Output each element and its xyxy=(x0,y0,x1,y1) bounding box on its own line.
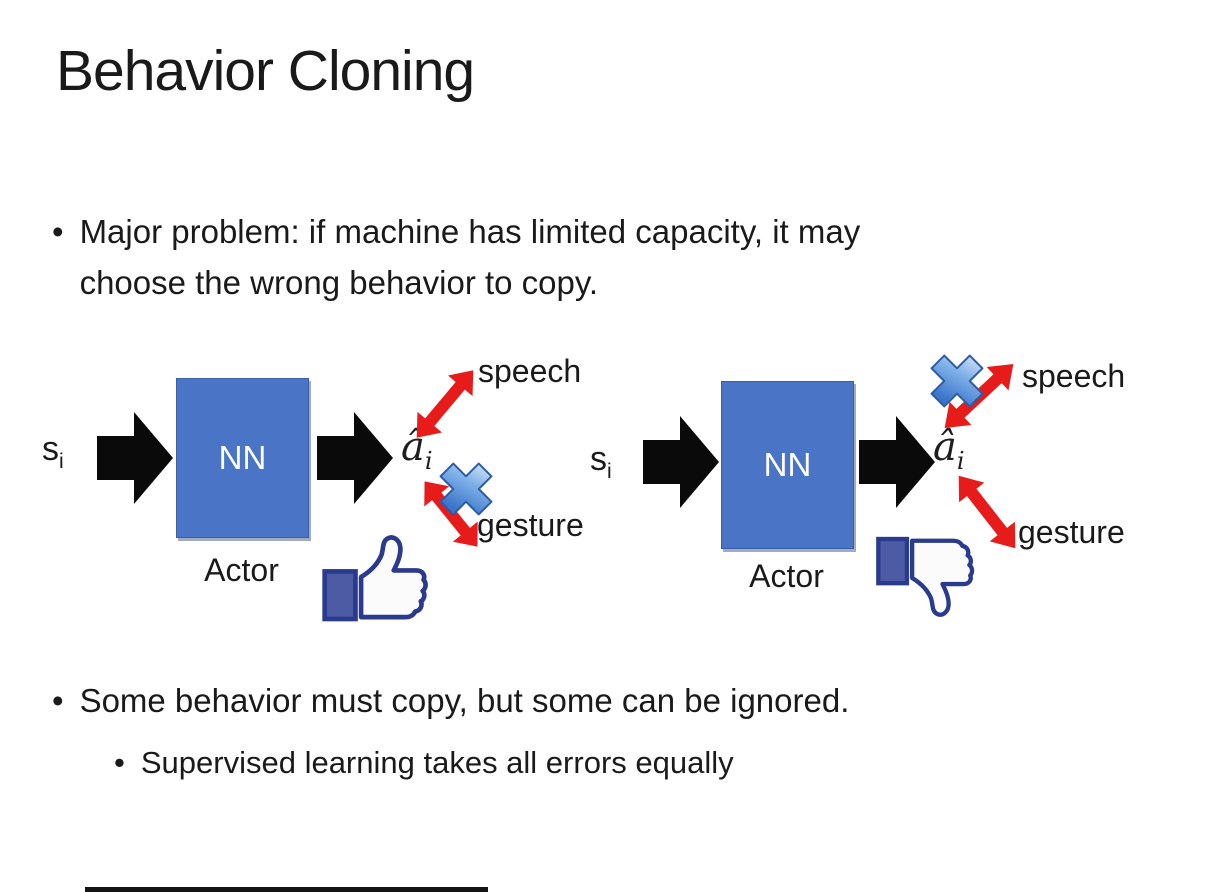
bullet-text: Supervised learning takes all errors equ… xyxy=(140,745,734,780)
bullet-marker: • xyxy=(52,682,64,719)
nn-box: NN xyxy=(176,378,309,538)
flow-arrow-icon xyxy=(859,416,935,508)
nn-box: NN xyxy=(721,381,854,549)
actor-label: Actor xyxy=(204,552,279,588)
input-state-label: si xyxy=(42,430,64,473)
thumbs-down-icon xyxy=(876,536,975,617)
nn-label: NN xyxy=(218,439,267,476)
flow-arrow-icon xyxy=(97,412,173,504)
speech-label: speech xyxy=(478,353,582,389)
input-state-label: si xyxy=(590,440,612,483)
gesture-link-arrow-icon xyxy=(958,475,1016,549)
thumbs-up-icon xyxy=(322,535,428,622)
gesture-link-arrow-icon xyxy=(424,481,478,547)
bullet-text: Some behavior must copy, but some can be… xyxy=(79,682,850,719)
bullet-text: Major problem: if machine has limited ca… xyxy=(79,213,861,302)
page-title: Behavior Cloning xyxy=(56,39,475,103)
cross-out-icon xyxy=(930,354,984,408)
bullet-major-problem: • Major problem: if machine has limited … xyxy=(52,206,900,309)
bullet-marker: • xyxy=(114,745,125,780)
speech-label: speech xyxy=(1022,358,1126,394)
speech-link-arrow-icon xyxy=(416,370,474,438)
bullet-some-behavior: • Some behavior must copy, but some can … xyxy=(52,676,1160,726)
flow-arrow-icon xyxy=(317,412,393,504)
next-slide-edge xyxy=(85,887,488,892)
cross-out-icon xyxy=(439,462,493,516)
gesture-label: gesture xyxy=(477,507,584,543)
nn-label: NN xyxy=(763,446,812,483)
bullet-marker: • xyxy=(52,213,64,250)
sub-bullet-supervised: • Supervised learning takes all errors e… xyxy=(114,740,1101,787)
actor-label: Actor xyxy=(749,558,824,594)
flow-arrow-icon xyxy=(643,416,719,508)
output-action-label: âi xyxy=(933,424,965,475)
gesture-label: gesture xyxy=(1018,514,1125,550)
